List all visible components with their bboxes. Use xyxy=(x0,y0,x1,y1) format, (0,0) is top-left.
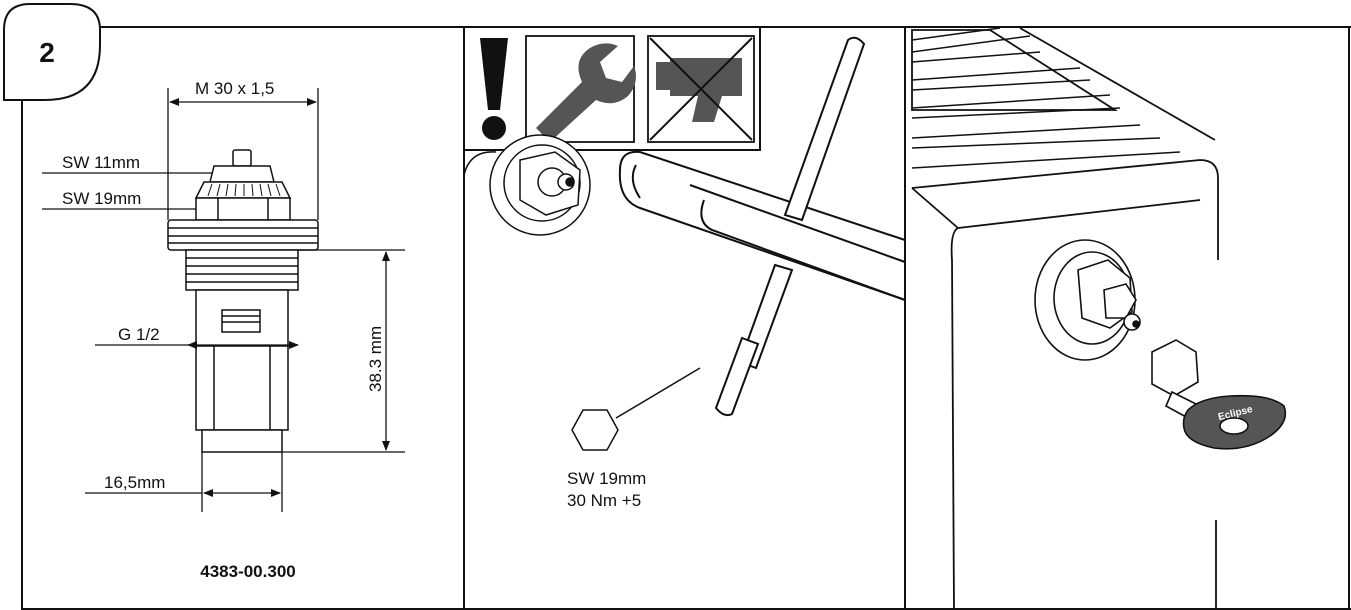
wrench-icon xyxy=(525,35,636,143)
dim-height-label: 38.3 mm xyxy=(366,326,385,392)
step-badge: 2 xyxy=(3,3,101,101)
dim-sw11-label: SW 11mm xyxy=(62,153,140,172)
part-number: 4383-00.300 xyxy=(200,562,295,581)
no-power-drill-icon xyxy=(647,35,755,143)
dim-m30-label: M 30 x 1,5 xyxy=(195,79,274,98)
dim-165-label: 16,5mm xyxy=(104,473,165,492)
spec-sw19: SW 19mm xyxy=(567,469,646,488)
spec-torque: 30 Nm +5 xyxy=(567,491,641,510)
valve-on-radiator xyxy=(1034,239,1141,361)
dimension-lines xyxy=(42,88,405,512)
dim-sw19-label: SW 19mm xyxy=(62,189,141,208)
exclamation-icon xyxy=(480,38,508,140)
tool-warning-icons xyxy=(463,26,761,151)
radiator-drawing xyxy=(911,27,1219,610)
socket-wrench xyxy=(618,36,906,417)
radiator-key: Eclipse xyxy=(1151,339,1287,450)
dim-g12-label: G 1/2 xyxy=(118,325,160,344)
valve-nut-closeup xyxy=(463,134,591,236)
valve-insert-drawing xyxy=(167,149,319,453)
hex-size-icon xyxy=(571,367,701,451)
step-number: 2 xyxy=(39,37,55,68)
